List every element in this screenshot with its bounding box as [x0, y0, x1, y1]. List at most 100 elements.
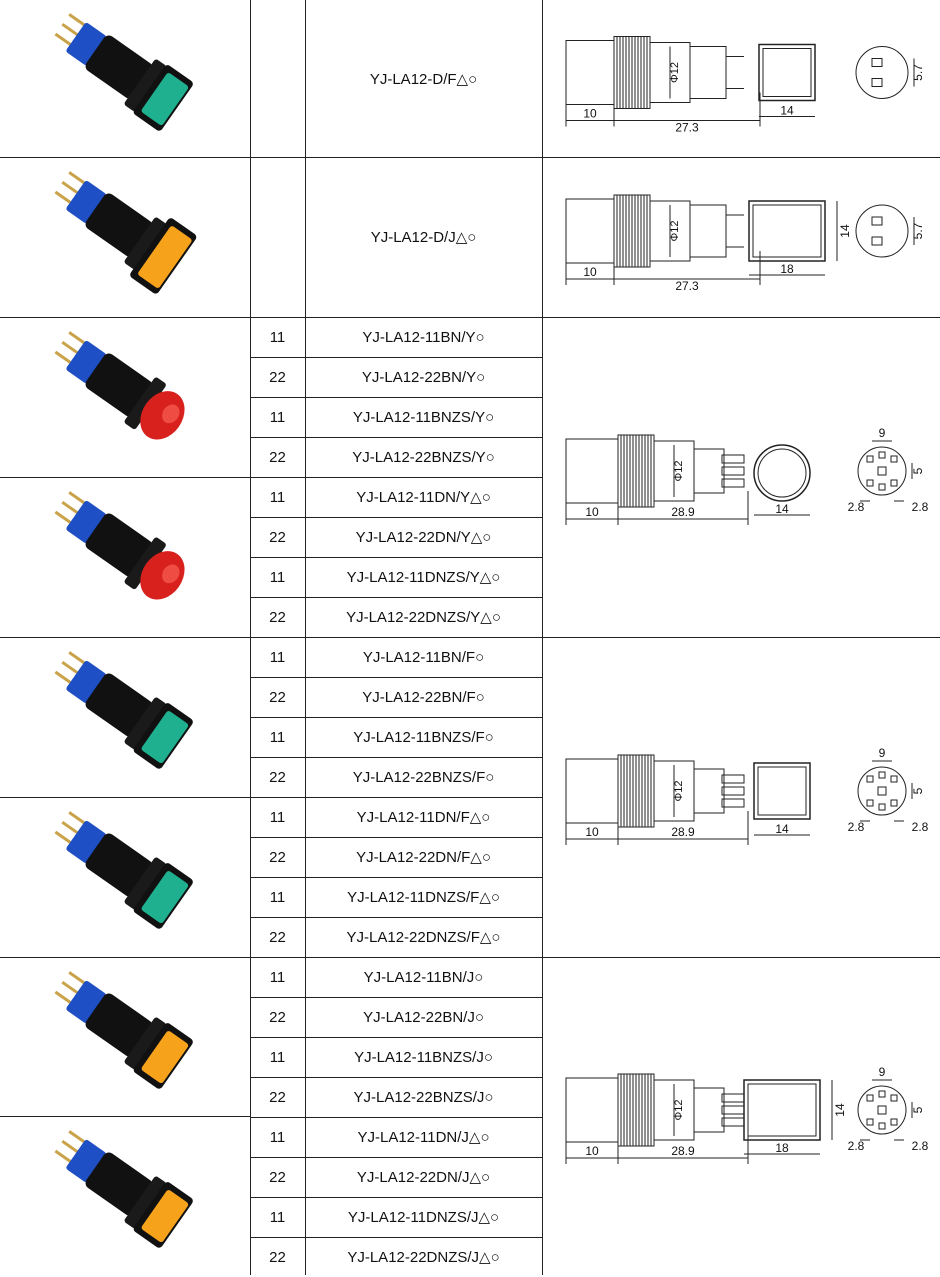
square-amber-button-icon — [54, 1129, 193, 1248]
length-label: 28.9 — [671, 505, 695, 519]
row-divider — [250, 757, 542, 758]
length-label: 10 — [583, 107, 597, 121]
photo-divider — [0, 477, 250, 478]
front-width-label: 14 — [780, 104, 794, 118]
contact-code: 11 — [269, 1208, 286, 1226]
pin-left-label: 2.8 — [848, 1139, 865, 1153]
row-divider — [250, 797, 542, 798]
model-number: YJ-LA12-D/J△○ — [370, 229, 477, 246]
row-divider — [250, 357, 542, 358]
contact-code: 11 — [269, 968, 286, 986]
length-label: 10 — [585, 825, 599, 839]
row-divider — [250, 1237, 542, 1238]
model-number: YJ-LA12-22DN/J△○ — [356, 1169, 491, 1186]
row-divider — [250, 917, 542, 918]
square-amber-button-icon — [54, 970, 193, 1089]
model-number: YJ-LA12-22DN/F△○ — [356, 849, 491, 866]
contact-code: 22 — [269, 1248, 286, 1266]
model-number: YJ-LA12-11DN/J△○ — [357, 1129, 490, 1146]
model-number: YJ-LA12-11DNZS/Y△○ — [346, 569, 501, 586]
model-number: YJ-LA12-11BNZS/Y○ — [352, 408, 495, 426]
row-divider — [250, 597, 542, 598]
pin-top-label: 9 — [879, 1065, 886, 1079]
row-divider — [250, 517, 542, 518]
pin-right-label: 5 — [911, 787, 925, 794]
model-number: YJ-LA12-22BNZS/F○ — [352, 768, 495, 786]
contact-code: 22 — [269, 448, 286, 466]
section-divider — [0, 157, 940, 158]
front-width-label: 18 — [775, 1141, 789, 1155]
square-green-button-icon — [54, 811, 193, 929]
model-number: YJ-LA12-11DNZS/F△○ — [347, 889, 500, 906]
contact-code: 22 — [269, 1088, 286, 1106]
square-green-button-icon — [54, 651, 193, 769]
model-number: YJ-LA12-11BNZS/F○ — [353, 728, 494, 746]
model-number: YJ-LA12-11BNZS/J○ — [354, 1048, 493, 1066]
row-divider — [250, 1077, 542, 1078]
model-number: YJ-LA12-22DNZS/Y△○ — [346, 609, 501, 626]
row-divider — [250, 397, 542, 398]
contact-code: 11 — [269, 808, 286, 826]
contact-code: 11 — [269, 408, 286, 426]
pin-top-label: 9 — [879, 746, 886, 760]
length-label: 28.9 — [671, 1144, 695, 1158]
row-divider — [250, 717, 542, 718]
square-green-button-icon — [54, 12, 193, 131]
contact-code: 11 — [269, 488, 286, 506]
row-divider — [250, 677, 542, 678]
contact-code: 11 — [269, 888, 286, 906]
model-number: YJ-LA12-22BNZS/J○ — [353, 1088, 494, 1106]
diameter-label: Φ12 — [673, 1099, 685, 1120]
pin-top-label: 9 — [879, 426, 886, 440]
model-number: YJ-LA12-D/F△○ — [369, 70, 478, 88]
contact-code: 22 — [269, 928, 286, 946]
row-divider — [250, 437, 542, 438]
pin-right2-label: 2.8 — [912, 1139, 929, 1153]
section-divider — [0, 317, 940, 318]
contact-code: 22 — [269, 768, 286, 786]
row-divider — [250, 837, 542, 838]
diameter-label: Φ12 — [669, 62, 681, 83]
contact-code: 22 — [269, 688, 286, 706]
photo-divider — [0, 797, 250, 798]
row-divider — [250, 877, 542, 878]
contact-code: 22 — [269, 848, 286, 866]
pin-right-label: 5 — [911, 467, 925, 474]
contact-code: 11 — [269, 328, 286, 346]
contact-code: 11 — [269, 1128, 286, 1146]
model-number: YJ-LA12-11DN/F△○ — [356, 809, 491, 826]
contact-code: 11 — [269, 728, 286, 746]
pin-left-label: 2.8 — [848, 500, 865, 514]
row-divider — [250, 1197, 542, 1198]
row-divider — [250, 1037, 542, 1038]
pin-spacing-label: 5.7 — [911, 222, 925, 239]
row-divider — [250, 557, 542, 558]
model-number: YJ-LA12-22DN/Y△○ — [355, 529, 492, 546]
row-divider — [250, 1157, 542, 1158]
model-number: YJ-LA12-11BN/F○ — [362, 648, 485, 666]
dimension-drawing: Φ12 10 27.3 18 14 5.7 — [565, 194, 925, 293]
front-width-label: 18 — [780, 262, 794, 276]
diameter-label: Φ12 — [673, 780, 685, 801]
contact-code: 22 — [269, 1168, 286, 1186]
contact-code: 11 — [269, 568, 286, 586]
row-divider — [250, 997, 542, 998]
length-label: 10 — [583, 265, 597, 279]
contact-code: 11 — [269, 1048, 286, 1066]
model-number: YJ-LA12-11BN/J○ — [363, 968, 484, 986]
front-height-label: 14 — [838, 224, 852, 238]
front-width-label: 14 — [775, 502, 789, 516]
round-red-button-icon — [54, 331, 185, 440]
model-number: YJ-LA12-22BN/J○ — [363, 1008, 484, 1026]
contact-code: 11 — [269, 648, 286, 666]
round-red-button-icon — [54, 491, 185, 600]
contact-code: 22 — [269, 528, 286, 546]
section-divider — [0, 957, 940, 958]
diameter-label: Φ12 — [669, 220, 681, 241]
length-label: 27.3 — [675, 279, 699, 293]
model-number: YJ-LA12-11DN/Y△○ — [356, 489, 491, 506]
